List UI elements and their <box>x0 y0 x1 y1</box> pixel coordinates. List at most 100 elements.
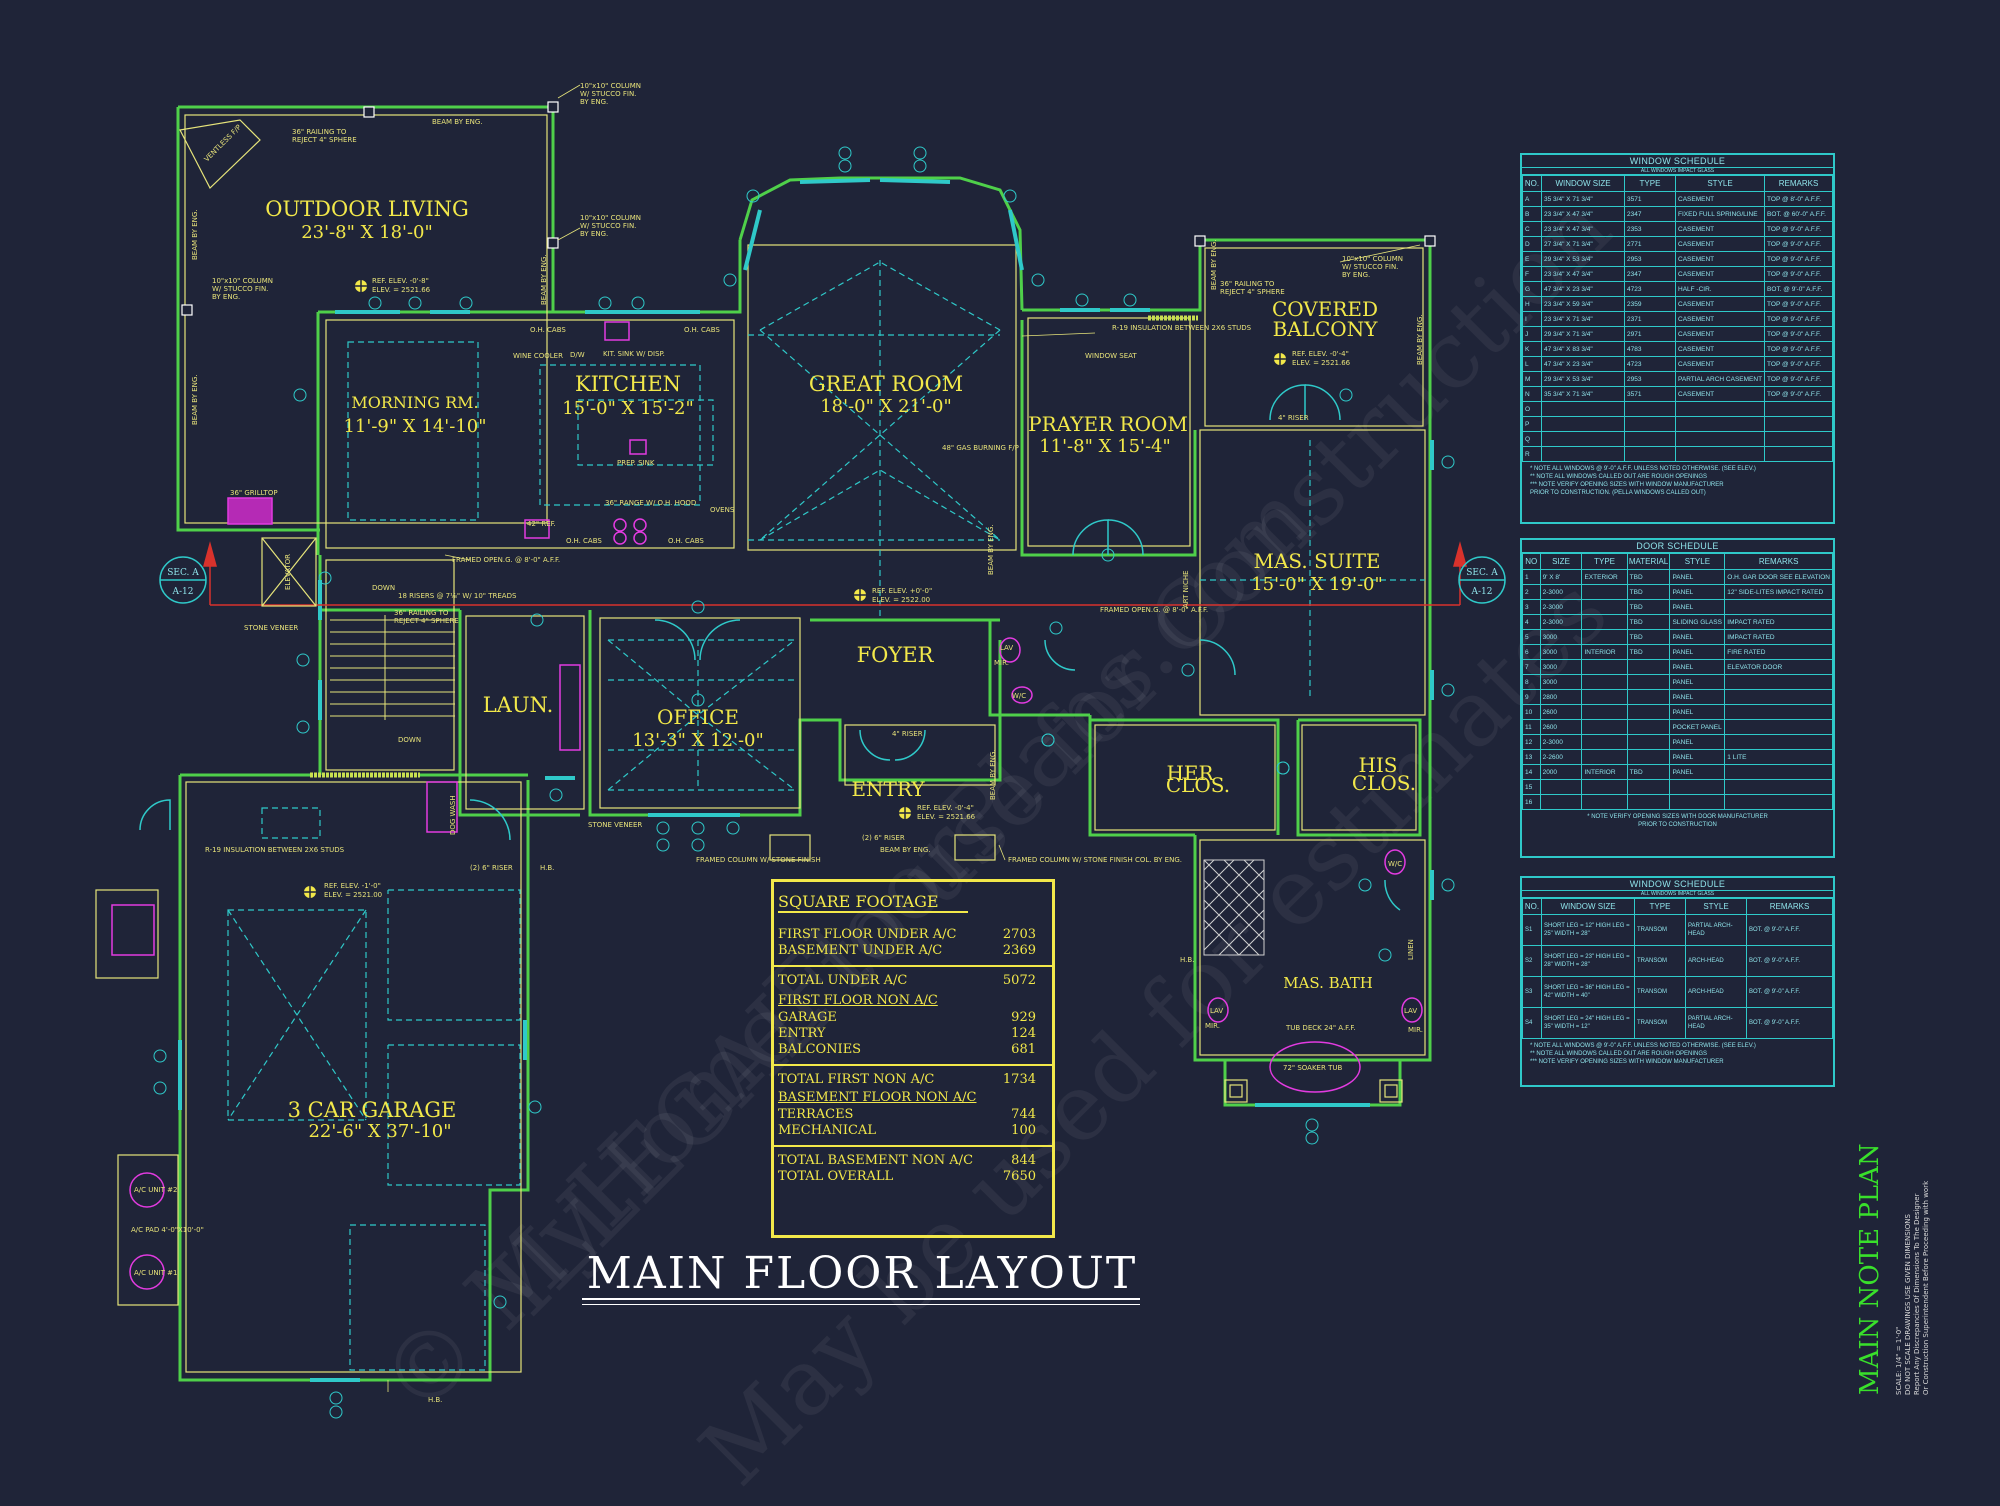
note-oh-cabs-2: O.H. CABS <box>684 326 720 334</box>
ds-cell <box>1581 704 1628 720</box>
door-schedule-title: DOOR SCHEDULE <box>1522 540 1833 553</box>
ws2-cell: S4 <box>1522 1007 1542 1039</box>
plan-title-rule <box>582 1298 1140 1305</box>
ds-cell: TBD <box>1626 614 1671 630</box>
note-elev-2a: REF. ELEV. +0'-0" <box>872 587 932 595</box>
note-insul-1: R-19 INSULATION BETWEEN 2X6 STUDS <box>1112 324 1252 332</box>
ws1-cell: 2347 <box>1624 266 1676 282</box>
note-riser-4b: 4" RISER <box>1278 414 1309 422</box>
ds-cell: 2 <box>1522 584 1541 600</box>
note-elev-4b: ELEV. = 2521.66 <box>917 813 976 821</box>
sec-a-left: SEC. A <box>167 568 199 578</box>
ds-cell: 3000 <box>1539 674 1583 690</box>
ds-cell: PANEL <box>1669 659 1726 675</box>
ws-h-type: TYPE <box>1624 175 1676 192</box>
sqft-terraces-value: 744 <box>1011 1107 1036 1122</box>
note-soaker: 72" SOAKER TUB <box>1283 1064 1342 1072</box>
ws1-cell: TOP @ 9'-0" A.F.F. <box>1764 326 1833 342</box>
sqft-row-terraces: TERRACES 744 <box>774 1107 1052 1123</box>
sqft-mechanical-value: 100 <box>1011 1123 1036 1138</box>
ds-cell: SLIDING GLASS <box>1669 614 1726 630</box>
ws2-cell: S1 <box>1522 914 1542 946</box>
ws1-cell: 29 3/4" X 71 3/4" <box>1541 326 1625 342</box>
note-riser-4: 4" RISER <box>892 730 923 738</box>
door-schedule-notes: * NOTE VERIFY OPENING SIZES WITH DOOR MA… <box>1522 810 1833 832</box>
ws1-cell <box>1541 431 1625 447</box>
room-balcony-1: COVERED <box>1272 297 1378 321</box>
ws1-cell: R <box>1522 446 1542 462</box>
sqft-first-ac-value: 2703 <box>1002 927 1036 942</box>
exterior-walls <box>176 105 1432 1382</box>
note-riser-2-6b: (2) 6" RISER <box>862 834 905 842</box>
ws1-cell <box>1624 416 1676 432</box>
sheet-notes: SCALE: 1/4" = 1'-0" DO NOT SCALE DRAWING… <box>1895 1181 1931 1395</box>
note-railing-3b: REJECT 4" SPHERE <box>394 617 459 625</box>
note-art-niche: ART NICHE <box>1182 570 1190 608</box>
columns <box>181 101 1436 316</box>
ws1-cell: 35 3/4" X 71 3/4" <box>1541 191 1625 207</box>
ws1-cell: 27 3/4" X 71 3/4" <box>1541 236 1625 252</box>
note-ovens: OVENS <box>710 506 735 514</box>
ws1-cell: CASEMENT <box>1674 251 1766 267</box>
note-column-3a: 10"x10" COLUMN <box>212 277 273 285</box>
ds-cell: 9 <box>1522 689 1541 705</box>
ds-cell <box>1581 674 1628 690</box>
note-lav-1: LAV <box>1000 644 1013 652</box>
ws1-note: PRIOR TO CONSTRUCTION. (PELLA WINDOWS CA… <box>1530 490 1706 496</box>
ws1-cell: 2353 <box>1624 221 1676 237</box>
ds-cell: 3 <box>1522 599 1541 615</box>
room-kitchen: KITCHEN <box>575 372 681 396</box>
ws1-cell: N <box>1522 386 1542 402</box>
ws1-cell: PARTIAL ARCH CASEMENT <box>1674 371 1766 387</box>
ws1-cell: 29 3/4" X 53 3/4" <box>1541 251 1625 267</box>
ds-cell <box>1724 779 1833 795</box>
note-stone-veneer: STONE VENEER <box>244 624 298 632</box>
room-her-clos-2: CLOS. <box>1166 773 1230 797</box>
ws1-cell: O <box>1522 401 1542 417</box>
ds-cell: PANEL <box>1669 689 1726 705</box>
note-column-4b: W/ STUCCO FIN. <box>1342 263 1398 271</box>
note-kit-sink: KIT. SINK W/ DISP. <box>603 350 665 358</box>
ws1-cell: CASEMENT <box>1674 221 1766 237</box>
ws1-cell: C <box>1522 221 1542 237</box>
note-ref: 42" REF. <box>527 520 556 528</box>
room-his-clos-1: HIS <box>1358 753 1397 777</box>
ws2-note: * NOTE ALL WINDOWS @ 9'-0" A.F.F. UNLESS… <box>1530 1043 1756 1049</box>
ws1-cell: TOP @ 9'-0" A.F.F. <box>1764 386 1833 402</box>
ds-cell: 1 <box>1522 569 1541 585</box>
ws1-cell: 23 3/4" X 47 3/4" <box>1541 221 1625 237</box>
ds-cell: 3000 <box>1539 659 1583 675</box>
note-framed-2: FRAMED OPEN.G. @ 8'-0" A.F.F. <box>1100 606 1208 614</box>
ws1-cell: CASEMENT <box>1674 356 1766 372</box>
sqft-title: SQUARE FOOTAGE <box>778 892 939 911</box>
ws2-cell: BOT. @ 9'-0" A.F.F. <box>1746 945 1833 977</box>
note-railing-1b: REJECT 4" SPHERE <box>292 136 357 144</box>
note-column-4c: BY ENG. <box>1342 271 1370 279</box>
window-schedule-2-title: WINDOW SCHEDULE <box>1522 878 1833 891</box>
ws1-cell <box>1764 401 1833 417</box>
sqft-terraces-label: TERRACES <box>778 1107 854 1122</box>
ws1-cell <box>1674 416 1766 432</box>
tags <box>153 146 1455 1419</box>
note-column-2c: BY ENG. <box>580 230 608 238</box>
ds-cell <box>1581 629 1628 645</box>
ws2-h-remarks: REMARKS <box>1746 898 1833 915</box>
ds-cell: 5 <box>1522 629 1541 645</box>
ws2-h-no: NO. <box>1522 898 1542 915</box>
sheet-scale: SCALE: 1/4" = 1'-0" <box>1895 1326 1903 1395</box>
note-hb-1: H.B. <box>540 864 554 872</box>
sqft-total-first-non-value: 1734 <box>1002 1072 1036 1087</box>
ws1-cell: 3571 <box>1624 191 1676 207</box>
ds-cell <box>1539 794 1583 810</box>
note-framed-col-2: FRAMED COLUMN W/ STONE FINISH COL. BY EN… <box>1008 856 1182 864</box>
